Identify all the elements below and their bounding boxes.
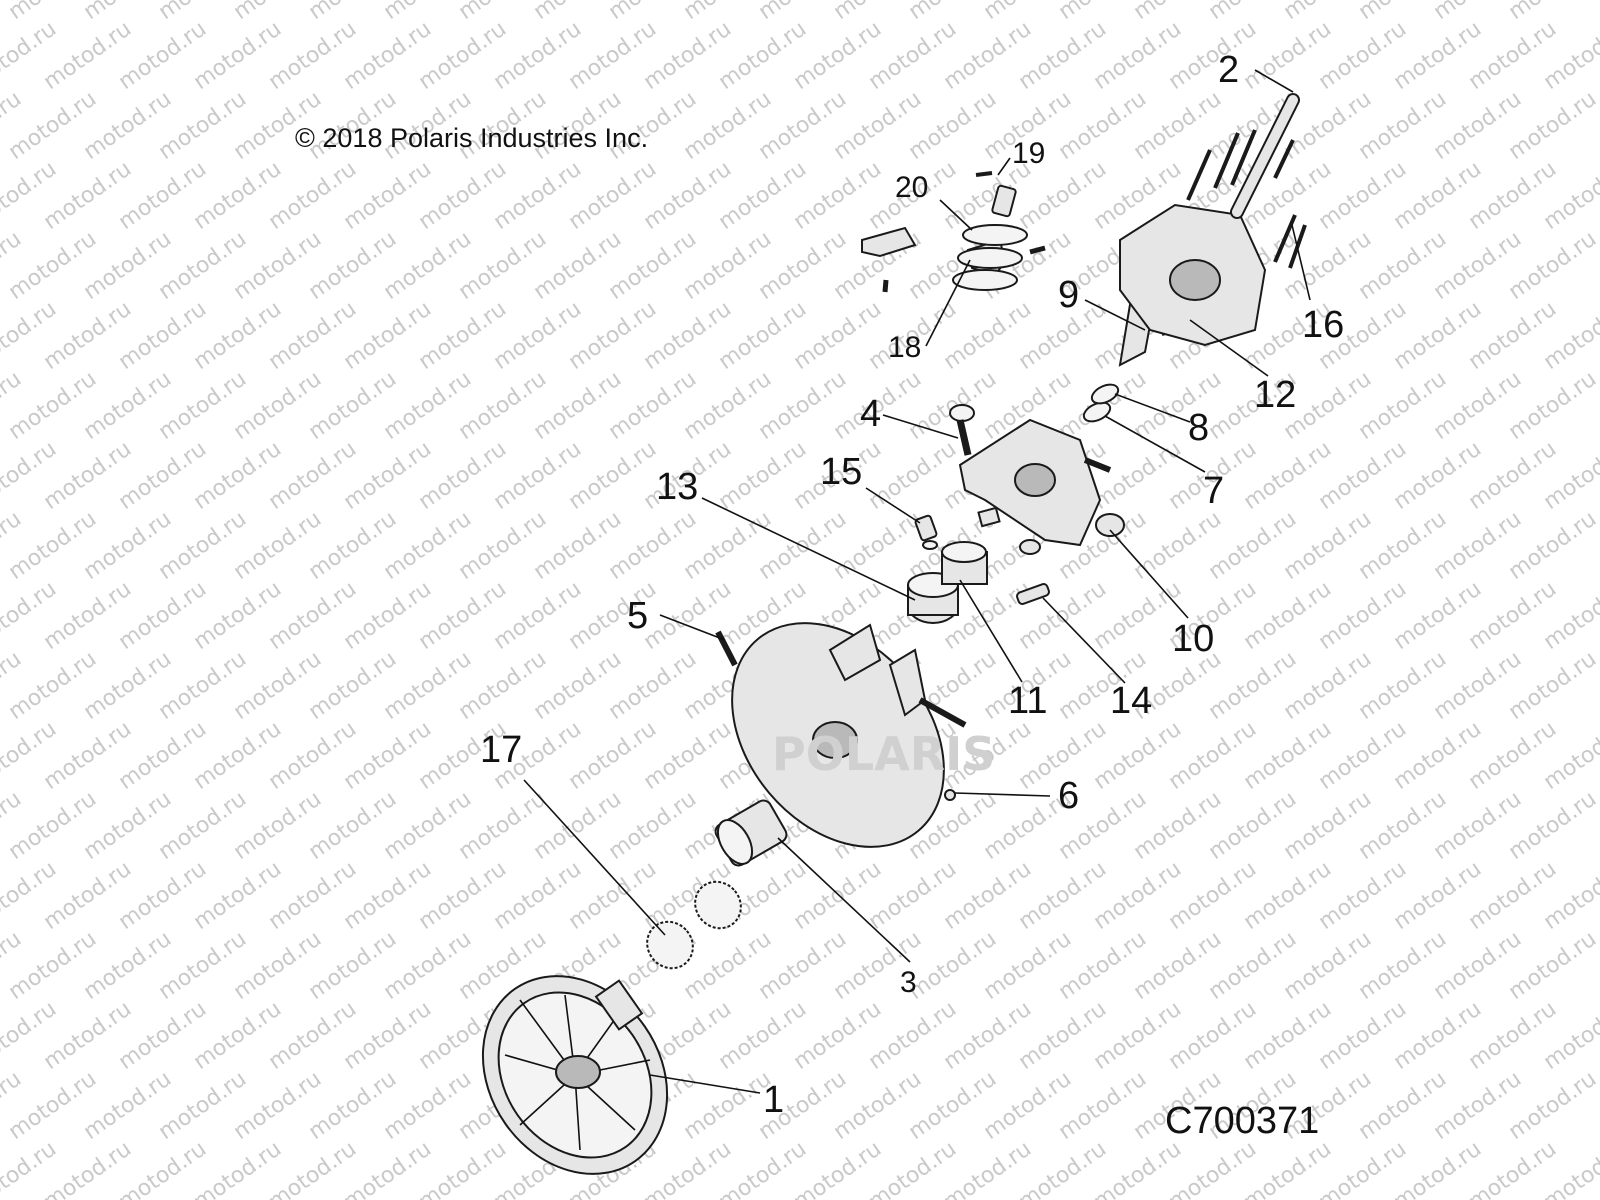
callout-leader-1 <box>649 1074 761 1094</box>
callout-leader-16 <box>1291 224 1311 301</box>
callout-leader-15 <box>865 487 921 524</box>
part-7-washer <box>1082 401 1112 423</box>
callout-leader-8 <box>1114 393 1191 423</box>
part-16-bolt <box>1186 129 1307 269</box>
callout-number-5: 5 <box>627 595 648 637</box>
cover-plate <box>1119 203 1267 347</box>
callout-leader-14 <box>1042 597 1126 684</box>
callout-number-14: 14 <box>1110 680 1152 722</box>
part-3-bushing <box>714 799 788 867</box>
callout-number-12: 12 <box>1254 374 1296 416</box>
callout-number-17: 17 <box>480 729 522 771</box>
callout-number-13: 13 <box>656 466 698 508</box>
movable-sheave: POLARIS <box>731 622 995 848</box>
callout-leader-5 <box>659 614 726 641</box>
callout-leader-13 <box>701 497 916 601</box>
callout-leader-11 <box>959 579 1023 683</box>
callout-number-18: 18 <box>888 331 921 364</box>
callout-number-8: 8 <box>1188 407 1209 449</box>
callout-number-1: 1 <box>763 1079 784 1121</box>
callout-leader-18 <box>925 259 971 347</box>
callout-number-11: 11 <box>1008 680 1047 722</box>
callout-number-9: 9 <box>1058 274 1079 316</box>
callout-number-7: 7 <box>1203 470 1224 512</box>
callout-number-19: 19 <box>1012 137 1045 170</box>
callout-leader-4 <box>882 414 959 439</box>
callout-number-20: 20 <box>895 171 928 204</box>
part-13-bushing <box>907 572 959 624</box>
part-1-fixed-sheave <box>481 975 669 1175</box>
callout-leader-10 <box>1109 529 1189 619</box>
part-4-spider <box>949 404 1112 555</box>
part-15-fitting <box>914 514 938 550</box>
part-2-bolt <box>1230 93 1300 219</box>
callout-leader-7 <box>1104 415 1206 473</box>
callout-leader-20 <box>939 199 973 231</box>
figure-code: C700371 <box>1165 1100 1319 1142</box>
callout-number-15: 15 <box>820 451 862 493</box>
callout-number-2: 2 <box>1218 49 1239 91</box>
part-10-roller <box>1095 513 1125 537</box>
part-19-block <box>975 171 1017 218</box>
callout-number-16: 16 <box>1302 304 1344 346</box>
callout-leader-3 <box>777 837 911 963</box>
part-20-spring <box>952 224 1028 291</box>
callout-number-10: 10 <box>1172 618 1214 660</box>
callout-number-6: 6 <box>1058 775 1079 817</box>
callout-leader-12 <box>1189 319 1269 377</box>
callout-number-4: 4 <box>860 393 881 435</box>
part-11-bushing <box>941 541 988 585</box>
callout-leader-2 <box>1254 69 1294 93</box>
callout-leader-9 <box>1084 299 1146 331</box>
part-14-pin <box>1016 583 1050 605</box>
callout-leader-17 <box>523 779 666 936</box>
part-8-washer <box>1090 383 1120 405</box>
callout-number-3: 3 <box>900 966 917 999</box>
part-6-nut <box>944 789 956 801</box>
callout-leader-6 <box>954 792 1051 797</box>
copyright-text: © 2018 Polaris Industries Inc. <box>295 123 648 153</box>
part-17-ring <box>646 880 742 970</box>
callout-leader-19 <box>997 157 1011 176</box>
brand-watermark: POLARIS <box>772 727 995 781</box>
watermark-text: motod.ru <box>1504 0 1600 25</box>
